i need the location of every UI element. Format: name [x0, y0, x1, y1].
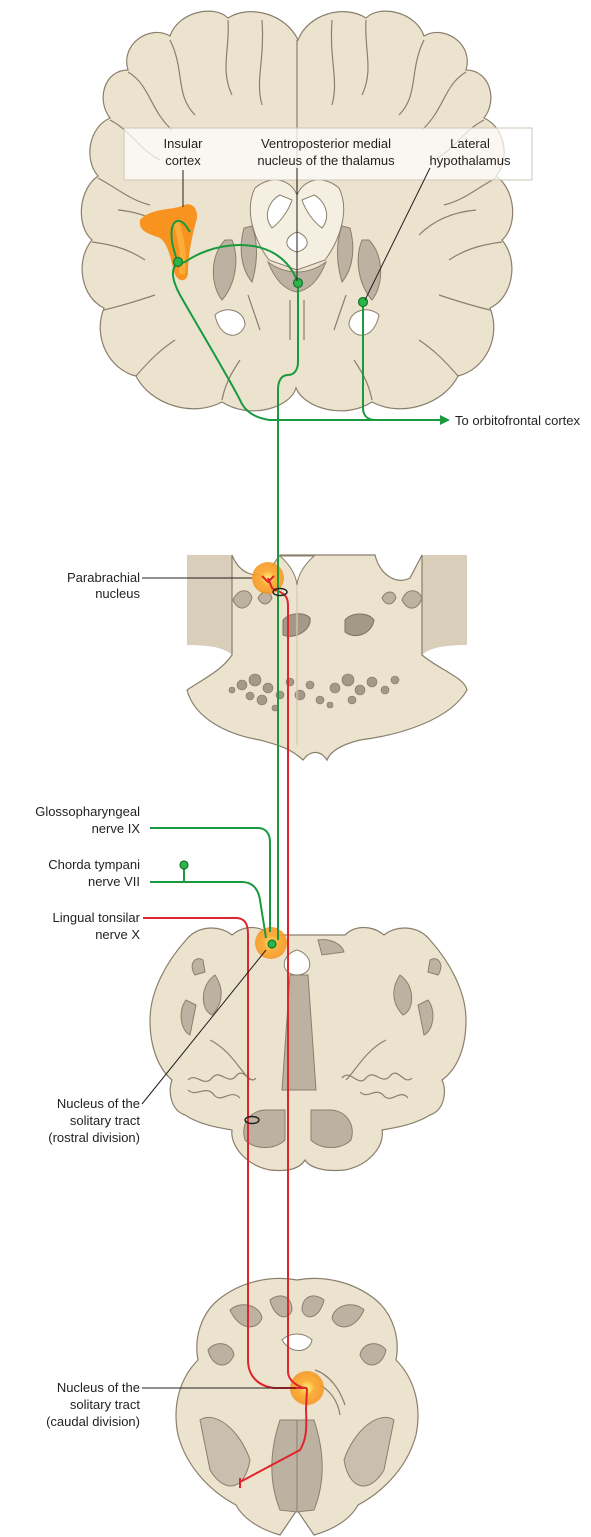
pons-section: [187, 555, 467, 760]
lateral-hypothalamus-label-line2: hypothalamus: [430, 153, 511, 168]
chorda-tympani-label-line1: Chorda tympani: [48, 857, 140, 872]
lateral-hypothalamus-label-line1: Lateral: [450, 136, 490, 151]
nts-caudal-label-line2: solitary tract: [70, 1397, 140, 1412]
parabrachial-label-line2: nucleus: [95, 586, 140, 601]
glossopharyngeal-label-line2: nerve IX: [92, 821, 141, 836]
vpm-label-line2: nucleus of the thalamus: [257, 153, 395, 168]
nts-caudal-label-line1: Nucleus of the: [57, 1380, 140, 1395]
nts-caudal-label-line3: (caudal division): [46, 1414, 140, 1429]
glossopharyngeal-label-line1: Glossopharyngeal: [35, 804, 140, 819]
chorda-tympani-label-line2: nerve VII: [88, 874, 140, 889]
parabrachial-label-line1: Parabrachial: [67, 570, 140, 585]
insular-cortex-label-line1: Insular: [163, 136, 203, 151]
nts-rostral-label-line2: solitary tract: [70, 1113, 140, 1128]
nts-rostral-label-line3: (rostral division): [48, 1130, 140, 1145]
caudal-medulla-section: [176, 1278, 418, 1535]
insular-cortex-label-line2: cortex: [165, 153, 201, 168]
brainstem-labels: Parabrachial nucleus Glossopharyngeal ne…: [35, 570, 140, 1429]
rostral-medulla-section: [150, 928, 466, 1171]
lingual-tonsilar-label-line2: nerve X: [95, 927, 140, 942]
nts-rostral-label-line1: Nucleus of the: [57, 1096, 140, 1111]
lingual-tonsilar-label-line1: Lingual tonsilar: [53, 910, 141, 925]
vpm-label-line1: Ventroposterior medial: [261, 136, 391, 151]
orbitofrontal-label: To orbitofrontal cortex: [455, 413, 581, 428]
